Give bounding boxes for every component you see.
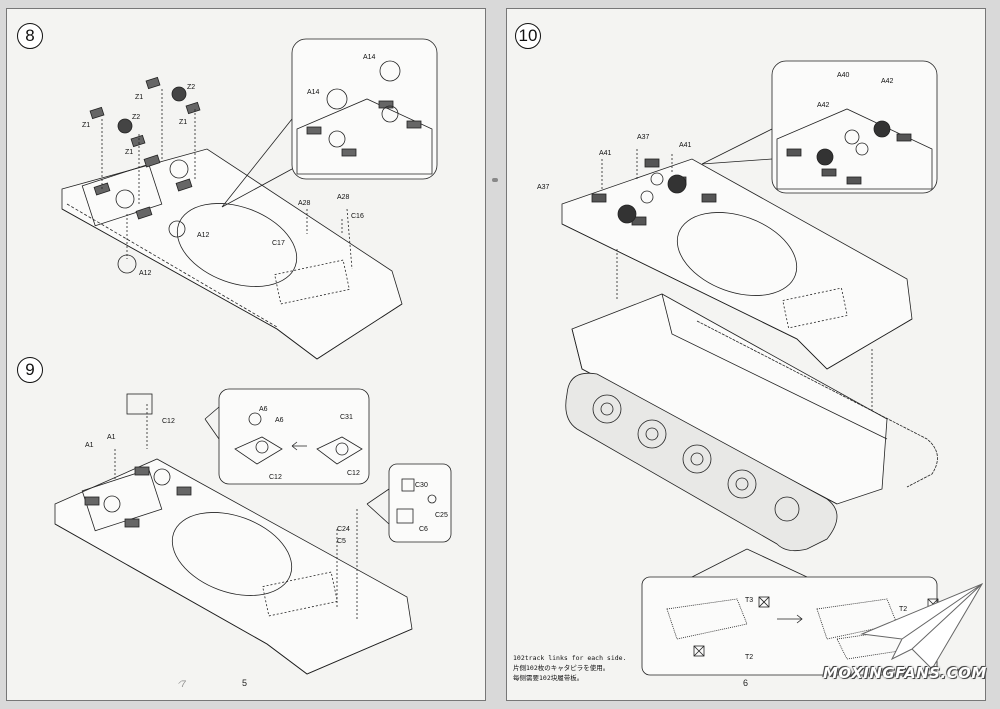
label-z1-b: Z1 <box>82 122 90 129</box>
label-t2-a: T2 <box>745 654 753 661</box>
label-a1-a: A1 <box>85 442 94 449</box>
handwritten-mark: ᐟ7 <box>177 679 186 689</box>
label-a28-a: A28 <box>298 200 311 207</box>
track-note-english: 102track links for each side. <box>513 654 627 662</box>
instruction-page-left: 8 9 <box>6 8 486 701</box>
label-a37-b: A37 <box>537 184 550 191</box>
label-a41-a: A41 <box>679 142 692 149</box>
label-z2-b: Z2 <box>132 114 140 121</box>
watermark-logo: MOXINGFANS.COM <box>823 664 987 682</box>
label-z1-d: Z1 <box>179 119 187 126</box>
label-a42-b: A42 <box>817 102 830 109</box>
label-t3: T3 <box>745 597 753 604</box>
label-c25: C25 <box>435 512 448 519</box>
instruction-page-right: 10 <box>506 8 986 701</box>
label-c12-a: C12 <box>162 418 175 425</box>
label-c6: C6 <box>419 526 428 533</box>
label-a41-b: A41 <box>599 150 612 157</box>
label-a28-b: A28 <box>337 194 350 201</box>
step-number-8: 8 <box>17 23 43 49</box>
label-a12-a: A12 <box>197 232 210 239</box>
page-number-right: 6 <box>743 678 749 688</box>
label-c17: C17 <box>272 240 285 247</box>
label-a40: A40 <box>837 72 850 79</box>
label-c24: C24 <box>337 526 350 533</box>
label-c30: C30 <box>415 482 428 489</box>
step-number-9: 9 <box>17 357 43 383</box>
track-note-chinese: 每侧需要102块履带板。 <box>513 674 584 682</box>
label-c31: C31 <box>340 414 353 421</box>
binder-hole <box>492 178 498 182</box>
track-links-note: 102track links for each side. 片側102枚のキャタ… <box>513 653 627 683</box>
label-a1-b: A1 <box>107 434 116 441</box>
label-a37-a: A37 <box>637 134 650 141</box>
label-c16: C16 <box>351 213 364 220</box>
track-note-japanese: 片側102枚のキャタピラを使用。 <box>513 664 610 672</box>
label-c12-c: C12 <box>347 470 360 477</box>
label-a14-upper: A14 <box>363 54 376 61</box>
step-8-9-diagrams: A14 A14 Z1 Z2 Z1 Z2 Z1 Z1 A12 A12 A28 A2… <box>54 38 452 675</box>
step-number-10: 10 <box>515 23 541 49</box>
label-a6-a: A6 <box>259 406 268 413</box>
label-a12-b: A12 <box>139 270 152 277</box>
step-10-diagram: A40 A42 A42 A37 A41 A41 A37 T3 T2 T2 <box>537 60 984 676</box>
label-z1-a: Z1 <box>135 94 143 101</box>
label-a6-b: A6 <box>275 417 284 424</box>
label-a14-lower: A14 <box>307 89 320 96</box>
page-number-left: 5 <box>242 678 248 688</box>
label-a42-a: A42 <box>881 78 894 85</box>
label-t2-b: T2 <box>899 606 907 613</box>
label-z2-a: Z2 <box>187 84 195 91</box>
label-z1-c: Z1 <box>125 149 133 156</box>
label-c5: C5 <box>337 538 346 545</box>
label-c12-b: C12 <box>269 474 282 481</box>
